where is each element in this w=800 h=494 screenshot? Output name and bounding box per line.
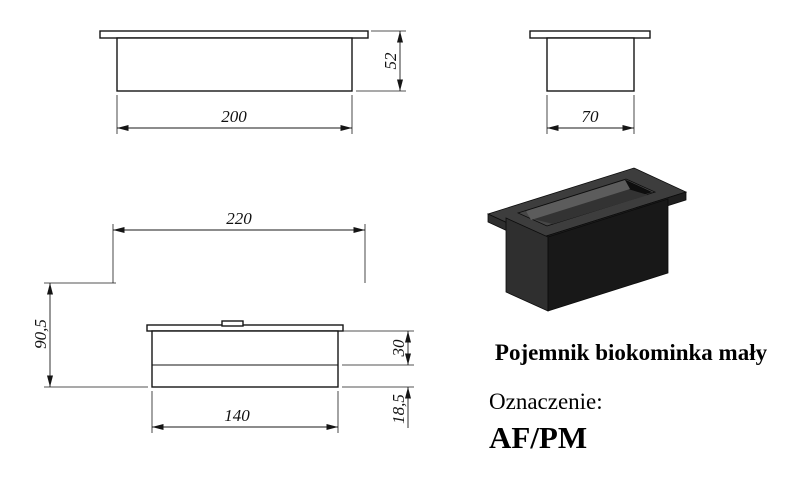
render-body-front <box>547 198 669 312</box>
dim-insert-height: 30 <box>342 330 414 366</box>
dim-front-width-label: 200 <box>221 107 247 126</box>
section-body <box>151 330 339 388</box>
product-title: Pojemnik biokominka mały <box>494 340 768 365</box>
dim-bottom-width: 140 <box>151 391 339 433</box>
dim-front-height: 52 <box>356 30 406 92</box>
render-slot-wall <box>526 180 630 220</box>
dim-front-height-label: 52 <box>381 52 400 70</box>
dim-bottom-width-label: 140 <box>224 406 250 425</box>
section-view <box>146 320 344 388</box>
dim-front-width: 200 <box>116 95 353 134</box>
front-view <box>99 30 369 92</box>
dim-mount-width: 220 <box>112 209 366 283</box>
dim-side-width-label: 70 <box>582 107 600 126</box>
side-view <box>529 30 651 92</box>
section-flange <box>146 324 344 332</box>
dim-mount-height: 90,5 <box>31 282 148 388</box>
side-view-body <box>546 37 635 92</box>
dim-mount-width-label: 220 <box>226 209 252 228</box>
dim-insert-height-label: 30 <box>389 339 408 358</box>
side-view-flange <box>529 30 651 39</box>
designation-code: AF/PM <box>489 420 588 455</box>
isometric-render <box>486 167 688 312</box>
dim-side-width: 70 <box>546 95 635 134</box>
dim-bottom-offset-label: 18,5 <box>389 394 408 424</box>
designation-label: Oznaczenie: <box>489 389 603 414</box>
front-view-flange <box>99 30 369 39</box>
dim-bottom-offset: 18,5 <box>342 386 414 428</box>
section-slider-knob <box>221 320 244 327</box>
dim-mount-height-label: 90,5 <box>31 319 50 349</box>
front-view-body <box>116 37 353 92</box>
render-slot-floor <box>533 189 648 224</box>
